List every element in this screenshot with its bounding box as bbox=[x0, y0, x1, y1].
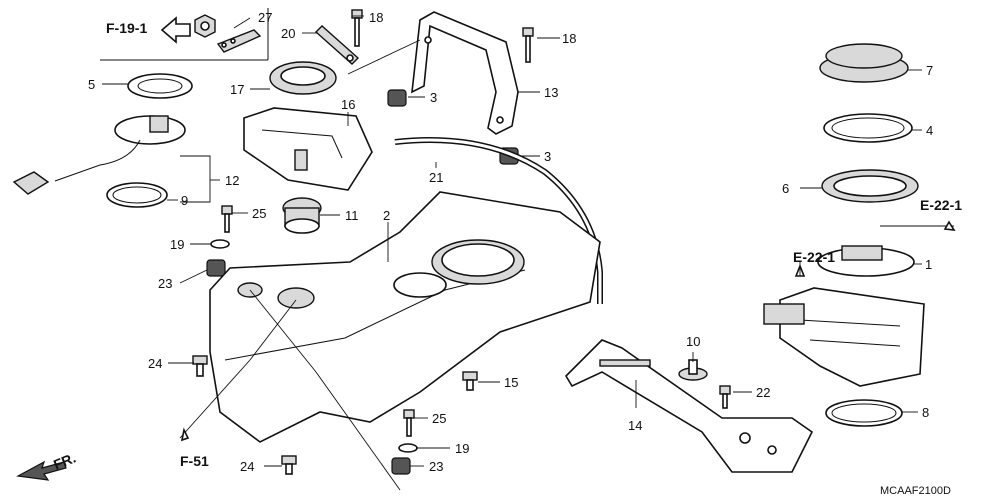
part-23-grommet-a bbox=[206, 259, 226, 277]
callout-19-a: 19 bbox=[170, 237, 184, 252]
part-18-bolt-a bbox=[351, 9, 363, 47]
part-19-washer-a bbox=[210, 239, 230, 249]
callout-4: 4 bbox=[926, 123, 933, 138]
callout-5: 5 bbox=[88, 77, 95, 92]
ref-e22-1-lower: E-22-1 bbox=[793, 249, 835, 265]
clip-27-b bbox=[216, 29, 262, 53]
arrow-down-icon bbox=[180, 427, 190, 442]
callout-11: 11 bbox=[345, 208, 359, 223]
callout-16: 16 bbox=[341, 97, 355, 112]
callout-19-b: 19 bbox=[455, 441, 469, 456]
part-16-cover bbox=[243, 107, 373, 191]
callout-22: 22 bbox=[756, 385, 770, 400]
nut-27-a bbox=[194, 14, 216, 38]
leader-lines bbox=[102, 15, 954, 491]
ref-f-51: F-51 bbox=[180, 453, 209, 469]
part-17-seal bbox=[269, 61, 337, 95]
callout-1: 1 bbox=[925, 257, 932, 272]
callout-2: 2 bbox=[383, 208, 390, 223]
part-22-bolt bbox=[719, 385, 731, 409]
drawing-code: MCAAF2100D bbox=[880, 485, 951, 497]
part-9-ring bbox=[106, 182, 168, 208]
f19-inset: F-19-1 bbox=[100, 8, 269, 61]
callout-15: 15 bbox=[504, 375, 518, 390]
part-6-seal bbox=[821, 169, 919, 203]
callout-7: 7 bbox=[926, 63, 933, 78]
callout-3-b: 3 bbox=[544, 149, 551, 164]
part-12-sender bbox=[12, 115, 186, 195]
callout-12: 12 bbox=[225, 173, 239, 188]
part-13-bracket bbox=[411, 11, 519, 135]
callout-20: 20 bbox=[281, 26, 295, 41]
part-15-bolt bbox=[462, 371, 478, 391]
callout-18-a: 18 bbox=[369, 10, 383, 25]
callout-14: 14 bbox=[628, 418, 642, 433]
callout-17: 17 bbox=[230, 82, 244, 97]
callout-25-b: 25 bbox=[432, 411, 446, 426]
callout-21: 21 bbox=[429, 170, 443, 185]
arrow-left-icon bbox=[160, 16, 191, 44]
part-2-tank bbox=[209, 191, 601, 443]
callout-27: 27 bbox=[258, 10, 272, 25]
front-arrow bbox=[16, 460, 67, 481]
ref-f19-1: F-19-1 bbox=[106, 20, 147, 36]
callout-23-a: 23 bbox=[158, 276, 172, 291]
callout-3-a: 3 bbox=[430, 90, 437, 105]
ref-front: FR. bbox=[51, 449, 78, 472]
part-3-grommet-a bbox=[387, 89, 407, 107]
callout-23-b: 23 bbox=[429, 459, 443, 474]
ref-e22-1-upper: E-22-1 bbox=[920, 197, 962, 213]
callout-18-b: 18 bbox=[562, 31, 576, 46]
part-7-cap-ring bbox=[819, 43, 909, 83]
part-10-clip bbox=[678, 359, 708, 381]
part-11-cap bbox=[282, 197, 322, 234]
part-18-bolt-b bbox=[522, 27, 534, 63]
part-5-gasket bbox=[127, 73, 193, 99]
callout-24-a: 24 bbox=[148, 356, 162, 371]
callout-9: 9 bbox=[181, 193, 188, 208]
callout-6: 6 bbox=[782, 181, 789, 196]
part-19-washer-b bbox=[398, 443, 418, 453]
part-24-bolt-b bbox=[281, 455, 297, 475]
part-14-bracket bbox=[564, 339, 814, 473]
part-1-pump bbox=[763, 245, 925, 387]
part-25-bolt-a bbox=[221, 205, 233, 233]
part-23-grommet-b bbox=[391, 457, 411, 475]
arrow-down-right-icon bbox=[943, 220, 956, 231]
part-8-ring bbox=[825, 399, 903, 427]
callout-10: 10 bbox=[686, 334, 700, 349]
part-20-stay bbox=[314, 25, 360, 65]
callout-13: 13 bbox=[544, 85, 558, 100]
callout-25-a: 25 bbox=[252, 206, 266, 221]
callout-24-b: 24 bbox=[240, 459, 254, 474]
callout-8: 8 bbox=[922, 405, 929, 420]
part-24-bolt-a bbox=[192, 355, 208, 377]
part-25-bolt-b bbox=[403, 409, 415, 437]
part-4-ring bbox=[823, 113, 913, 143]
